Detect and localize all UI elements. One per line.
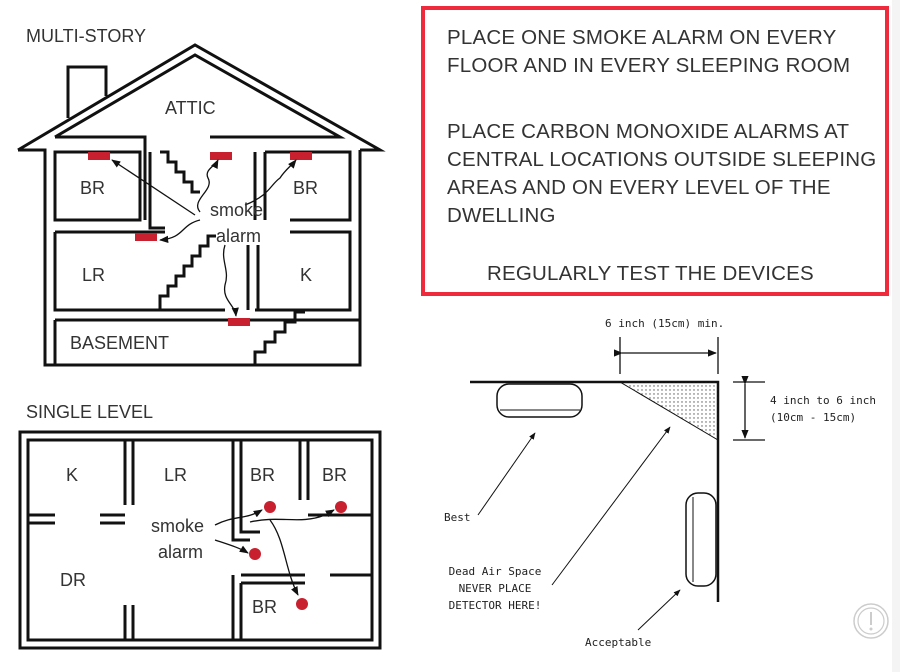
room-label-attic: ATTIC	[165, 98, 216, 118]
room-label-br: BR	[252, 597, 278, 617]
horizontal-dimension-label: 6 inch (15cm) min.	[605, 317, 725, 330]
room-label-br: BR	[322, 465, 348, 485]
instruction-text: PLACE CARBON MONOXIDE ALARMS AT	[447, 120, 850, 143]
instruction-text: REGULARLY TEST THE DEVICES	[487, 262, 814, 285]
side-strip	[892, 0, 900, 672]
room-label-k: K	[66, 465, 79, 485]
single-level-plan	[18, 430, 382, 650]
multi-story-arrows	[111, 159, 297, 317]
vertical-dimension-label: 4 inch to 6 inch	[770, 394, 876, 407]
room-label-br: BR	[80, 178, 106, 198]
room-label-br: BR	[293, 178, 319, 198]
alarm-marker	[135, 233, 157, 241]
smoke-alarm-label: smoke	[151, 516, 205, 536]
room-label-lr: LR	[164, 465, 188, 485]
smoke-alarm-label: alarm	[158, 542, 204, 562]
instruction-text: AREAS AND ON EVERY LEVEL OF THE	[447, 176, 831, 199]
multi-story-house	[17, 43, 386, 367]
instructions-box: PLACE ONE SMOKE ALARM ON EVERY FLOOR AND…	[421, 6, 889, 296]
single-level-arrows	[214, 509, 335, 596]
acceptable-label: Acceptable	[585, 636, 652, 649]
instruction-text: FLOOR AND IN EVERY SLEEPING ROOM	[447, 54, 851, 77]
alarm-marker	[290, 152, 312, 160]
instruction-text: CENTRAL LOCATIONS OUTSIDE SLEEPING	[447, 148, 877, 171]
dead-air-label: DETECTOR HERE!	[448, 599, 542, 612]
dead-air-label: Dead Air Space	[448, 565, 542, 578]
room-label-k: K	[300, 265, 313, 285]
alarm-marker	[249, 548, 261, 560]
smoke-alarm-label: smoke	[210, 200, 264, 220]
instruction-text: PLACE ONE SMOKE ALARM ON EVERY	[447, 26, 837, 49]
best-label: Best	[444, 511, 471, 524]
room-label-dr: DR	[60, 570, 86, 590]
placement-diagram	[470, 337, 765, 631]
vertical-dimension-label: (10cm - 15cm)	[770, 411, 857, 424]
single-level-title: SINGLE LEVEL	[26, 402, 154, 422]
alarm-marker	[210, 152, 232, 160]
alarm-marker	[335, 501, 347, 513]
alarm-marker	[296, 598, 308, 610]
alarm-marker	[88, 152, 110, 160]
dead-air-label: NEVER PLACE	[458, 582, 532, 595]
room-label-lr: LR	[82, 265, 106, 285]
instruction-text: DWELLING	[447, 204, 556, 227]
info-icon[interactable]	[853, 603, 889, 639]
alarm-marker	[264, 501, 276, 513]
alarm-marker	[228, 318, 250, 326]
multi-story-alarms	[88, 152, 312, 326]
room-label-br: BR	[250, 465, 276, 485]
multi-story-title: MULTI-STORY	[26, 26, 147, 46]
smoke-alarm-label: alarm	[216, 226, 262, 246]
room-label-basement: BASEMENT	[70, 333, 170, 353]
single-level-alarms	[249, 501, 347, 610]
